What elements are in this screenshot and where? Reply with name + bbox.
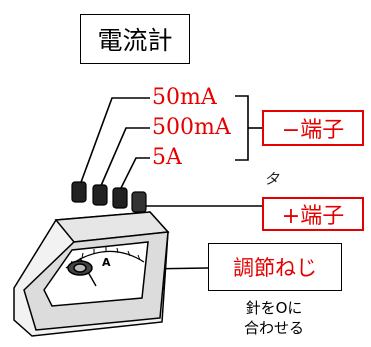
terminal-5A [112,187,128,209]
range-label-5A: 5A [152,145,182,170]
adjust-screw-head [73,263,87,273]
page-title: 電流計 [80,14,190,64]
plus-terminal-label: +端子 [262,197,364,231]
adjust-note-line1: 針をOに [245,299,303,317]
leader-line-5A [119,157,150,191]
terminal-50mA [71,181,87,203]
plus-terminal-mark: タ [264,170,280,188]
meter-face-letter: A [102,256,111,269]
terminal-plus [131,191,147,213]
leader-line-500mA [99,127,150,189]
meter-window [43,241,149,307]
meter-body [13,211,170,337]
terminal-500mA [92,184,108,206]
adjust-note-line2: 合わせる [243,319,304,337]
minus-bracket [235,95,249,161]
minus-terminal-label: −端子 [262,110,364,146]
range-label-500mA: 500mA [152,115,231,140]
leader-line-50mA [79,97,150,186]
range-label-50mA: 50mA [152,85,217,110]
terminals [71,181,147,213]
adjust-screw-label: 調節ねじ [208,243,342,291]
adjust-note: 針をOに 合わせる [232,298,316,338]
